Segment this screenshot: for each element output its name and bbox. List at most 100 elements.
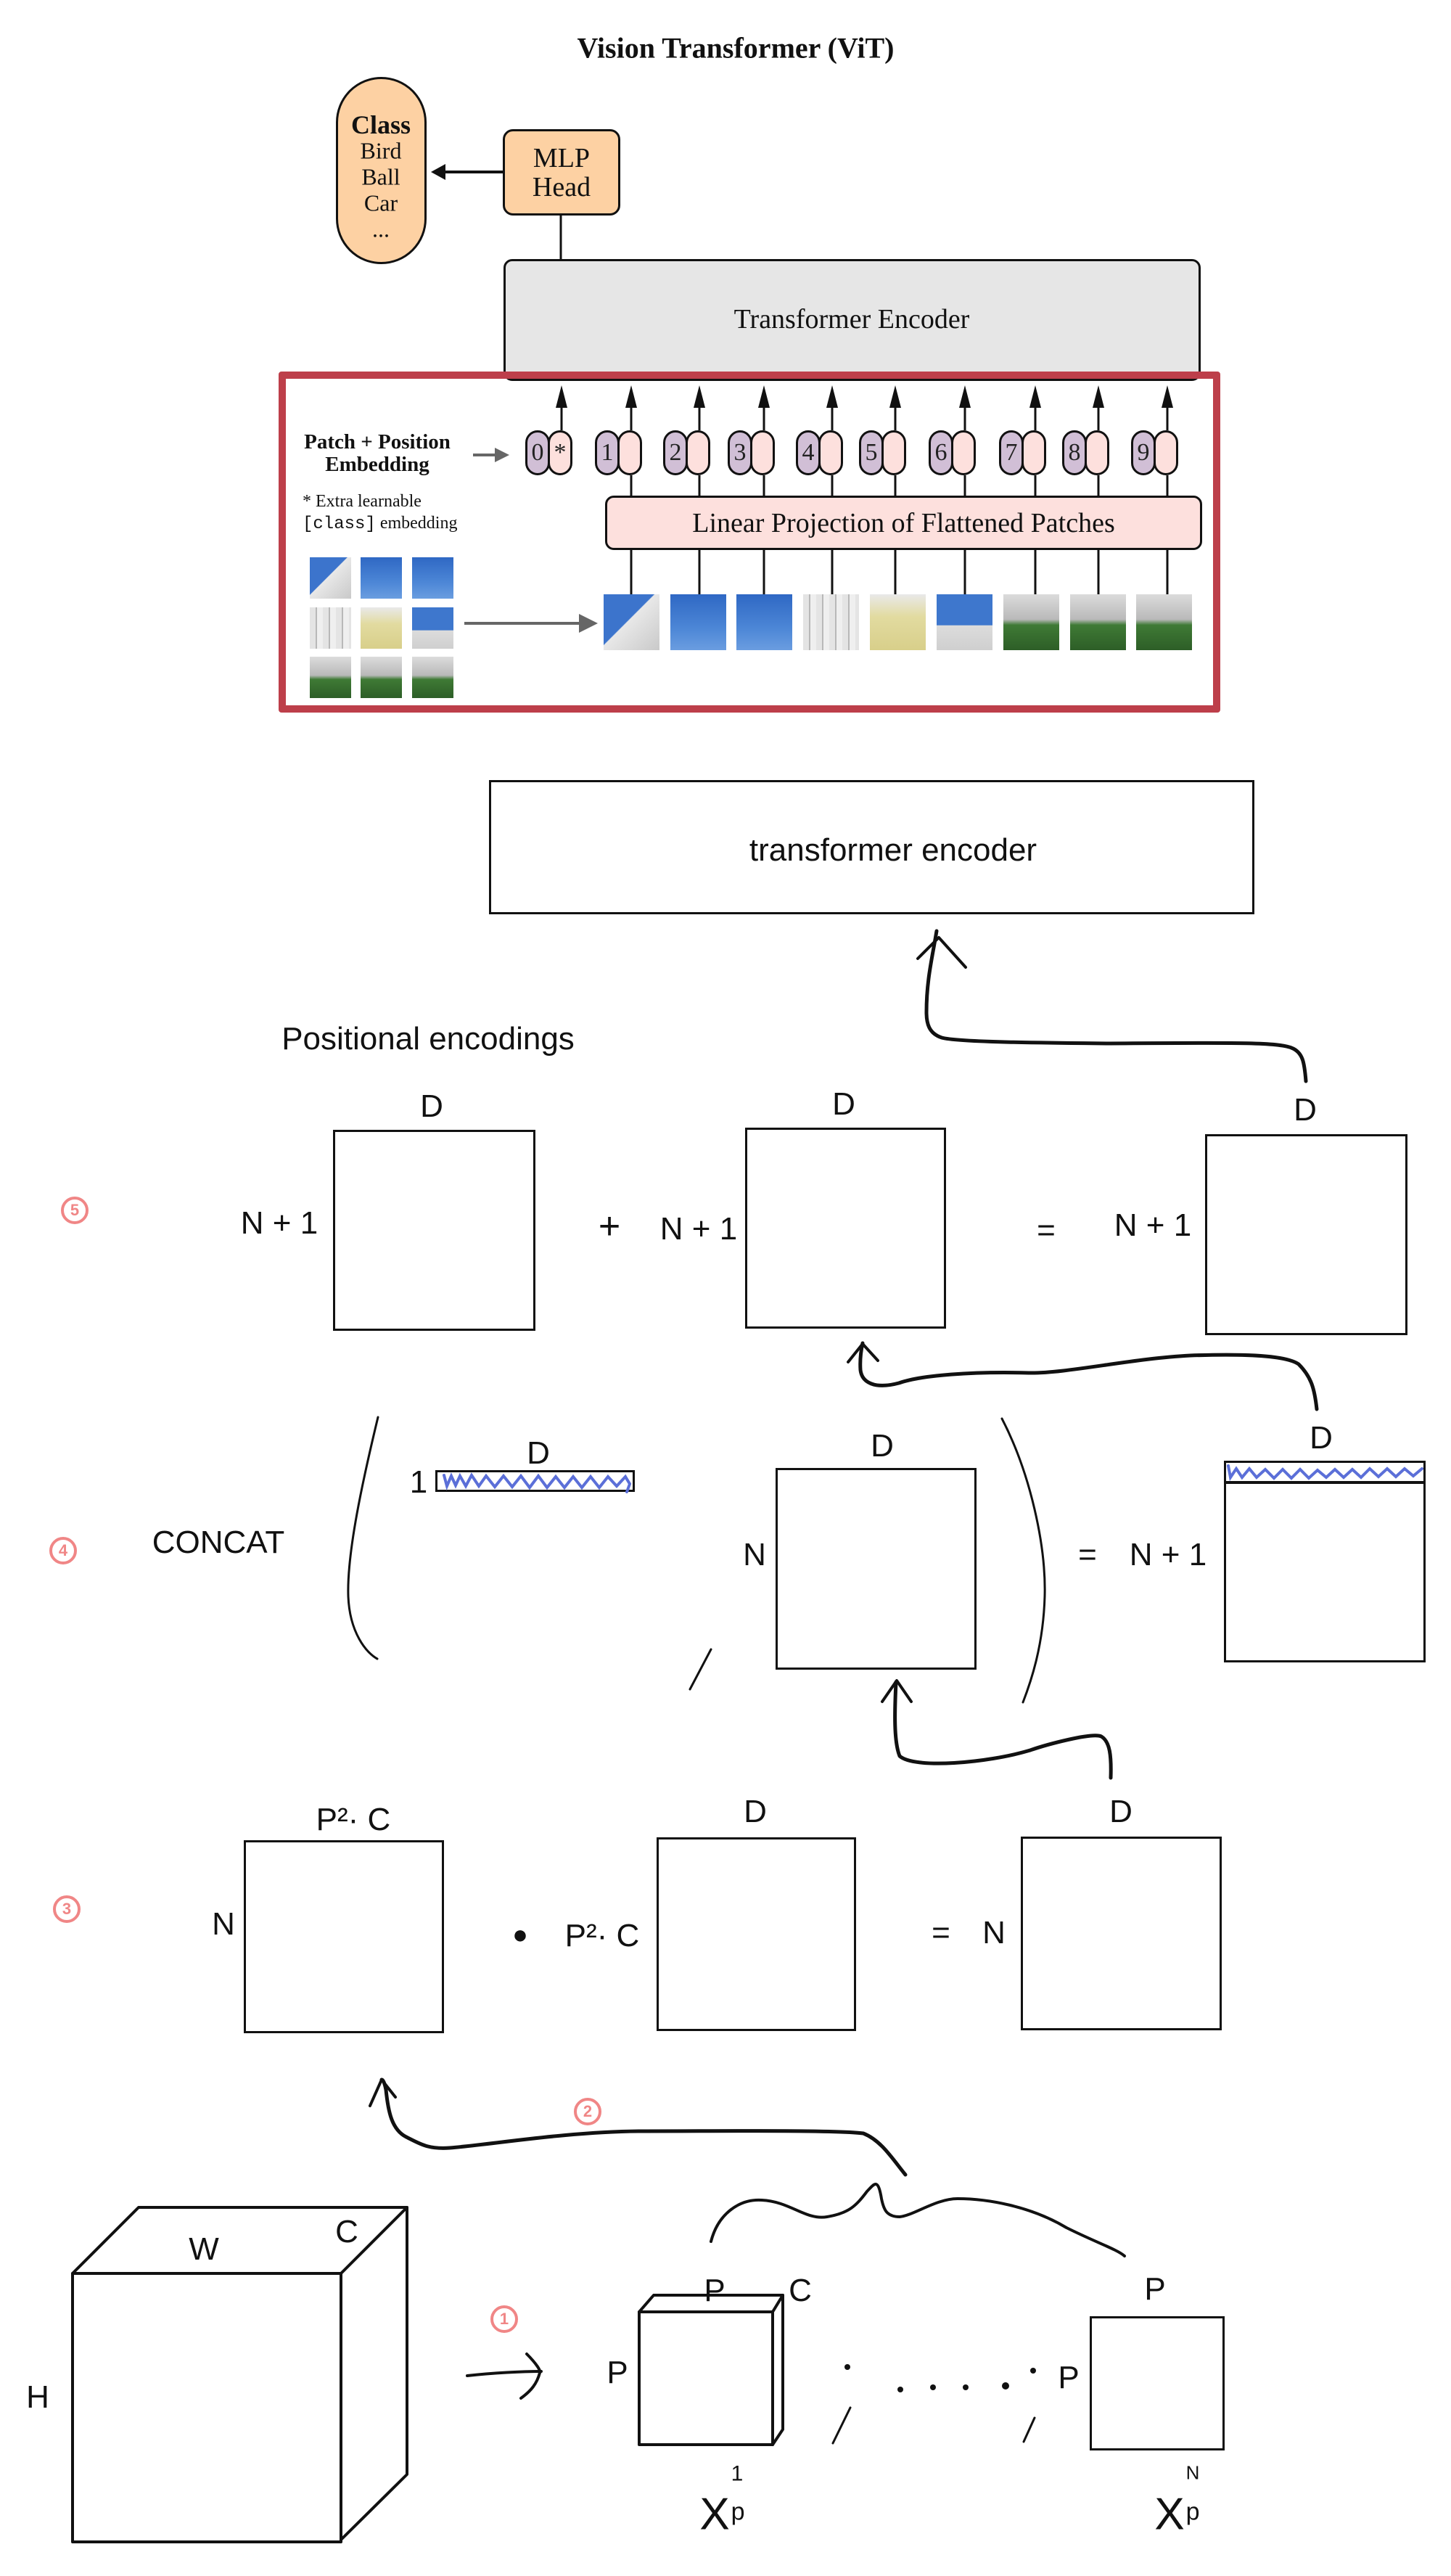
- image-patch: [310, 557, 351, 599]
- mlp-head-line1: MLP: [533, 142, 591, 173]
- class-token-vector: [435, 1470, 635, 1492]
- image-patch: [310, 607, 351, 649]
- arrowhead: [369, 2078, 397, 2107]
- step-marker-4: 4: [49, 1537, 77, 1564]
- position-token: 3: [728, 430, 752, 475]
- sketch-encoder-label: transformer encoder: [749, 832, 1037, 868]
- patch-position-embedding-label: Patch + Position Embedding: [304, 431, 451, 476]
- height-label: H: [26, 2379, 49, 2415]
- concat-result-matrix: [1224, 1461, 1426, 1662]
- mlp-head-line2: Head: [532, 171, 591, 202]
- patch-token: [881, 430, 906, 475]
- patch-token: [818, 430, 843, 475]
- flattened-patch: [870, 594, 926, 650]
- step-marker-3: 3: [53, 1895, 81, 1923]
- input-image-cube: [71, 2206, 408, 2543]
- width-label: W: [189, 2231, 219, 2267]
- position-encoding-matrix: [745, 1128, 946, 1329]
- embedding-label-line2: Embedding: [325, 453, 429, 476]
- arrowhead: [847, 1342, 879, 1363]
- class-token-code: [class]: [303, 514, 376, 534]
- image-patch: [310, 657, 351, 698]
- dim-label: D: [420, 1088, 443, 1124]
- channel-label: C: [789, 2273, 812, 2308]
- arrowhead: [519, 2353, 542, 2400]
- patch-size-label: P: [607, 2355, 628, 2390]
- flattened-patch: [604, 594, 659, 650]
- dim-label: N + 1: [1129, 1537, 1207, 1572]
- dim-label: N + 1: [240, 1205, 318, 1241]
- patch-size-label: P: [704, 2273, 726, 2308]
- step-marker-1: 1: [490, 2305, 518, 2333]
- flattened-patch: [937, 594, 992, 650]
- symbol-superscript: 1: [731, 2461, 744, 2486]
- equals-sign: =: [1037, 1213, 1056, 1248]
- dim-label: N: [743, 1537, 766, 1572]
- position-token: 1: [595, 430, 620, 475]
- flattened-patch: [1003, 594, 1059, 650]
- result-matrix: [1205, 1134, 1407, 1335]
- patch-token: [686, 430, 710, 475]
- patch-token: [1085, 430, 1109, 475]
- symbol-subscript: p: [731, 2498, 745, 2526]
- flattened-patch: [803, 594, 859, 650]
- mlp-head-box: MLP Head: [503, 129, 620, 216]
- ellipsis-dots: [844, 2364, 1036, 2392]
- patch-token: [1022, 430, 1046, 475]
- symbol-subscript: p: [1185, 2498, 1200, 2526]
- dim-label: N + 1: [1114, 1207, 1192, 1243]
- dim-label: P²· C: [316, 1802, 391, 1837]
- flattened-patch: [1070, 594, 1126, 650]
- arrowhead: [881, 1679, 913, 1703]
- ellipsis-stroke: [831, 2406, 852, 2445]
- highlight-frame: [279, 372, 1220, 713]
- concat-label: CONCAT: [152, 1525, 285, 1560]
- image-patch: [361, 607, 402, 649]
- patches-to-matrix-arrow: [379, 2077, 908, 2177]
- figure-title: Vision Transformer (ViT): [577, 31, 895, 65]
- transformer-encoder-label: Transformer Encoder: [733, 304, 970, 335]
- left-paren: [347, 1416, 379, 1660]
- class-item: Ball: [361, 163, 400, 190]
- patch-token: [951, 430, 976, 475]
- patch-token: [617, 430, 642, 475]
- projection-weight-matrix: [657, 1837, 856, 2031]
- result-to-encoder-arrow: [924, 929, 1308, 1083]
- patch-size-label: P: [1058, 2360, 1080, 2395]
- positional-encodings-label: Positional encodings: [281, 1021, 575, 1057]
- equals-sign: =: [1078, 1537, 1097, 1572]
- class-item: Bird: [360, 137, 402, 164]
- step-marker-2: 2: [574, 2098, 601, 2125]
- split-arrow: [466, 2370, 543, 2377]
- position-token: 0: [525, 430, 550, 475]
- class-heading: Class: [350, 110, 411, 139]
- concat-to-add-arrow: [858, 1341, 1319, 1411]
- symbol-base: X: [699, 2489, 730, 2540]
- patch-brace: [710, 2183, 1126, 2257]
- extra-note-line2: embedding: [375, 514, 458, 533]
- first-patch-cube: [638, 2294, 784, 2446]
- patch-size-label: P: [1144, 2271, 1166, 2307]
- embedding-label-line1: Patch + Position: [304, 430, 451, 454]
- equals-sign: =: [932, 1915, 950, 1951]
- embed-to-concat-arrow: [893, 1680, 1113, 1780]
- dim-label: D: [1310, 1420, 1333, 1456]
- dim-label: D: [1109, 1794, 1133, 1829]
- position-token: 7: [999, 430, 1024, 475]
- extra-class-note: * Extra learnable [class] embedding: [303, 491, 457, 536]
- class-item: ...: [372, 216, 390, 242]
- dim-label: D: [1294, 1092, 1317, 1128]
- image-patch: [412, 657, 453, 698]
- patch-token: [1154, 430, 1178, 475]
- image-patch: [412, 557, 453, 599]
- flattened-patch: [670, 594, 726, 650]
- channel-label: C: [335, 2214, 358, 2249]
- symbol-superscript: N: [1185, 2461, 1200, 2484]
- patch-token: [750, 430, 775, 475]
- dim-label: N: [212, 1906, 235, 1942]
- image-patch: [361, 557, 402, 599]
- linear-projection-box: Linear Projection of Flattened Patches: [605, 496, 1202, 550]
- patch-token: *: [548, 430, 572, 475]
- class-item: Car: [363, 189, 398, 216]
